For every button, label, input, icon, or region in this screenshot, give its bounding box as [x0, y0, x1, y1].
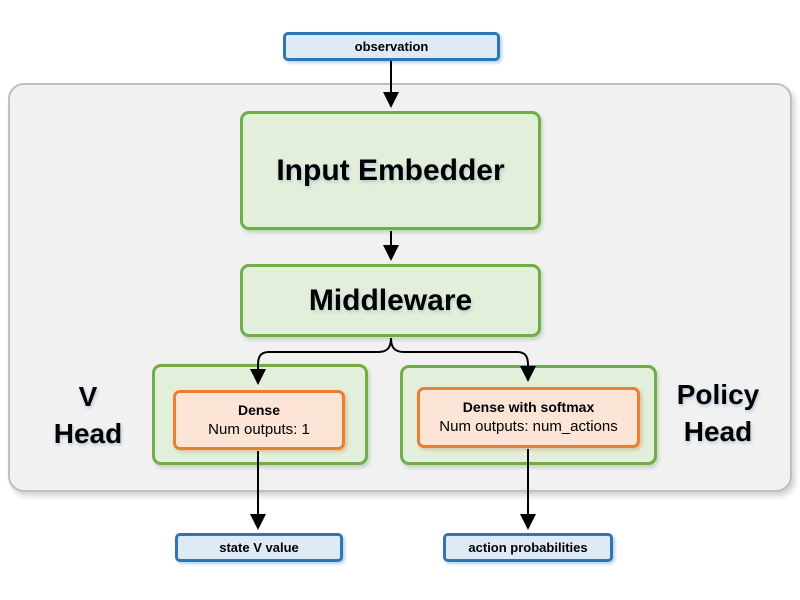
policy-head-label-line2: Head — [683, 416, 753, 447]
observation-label: observation — [354, 39, 429, 54]
v-head-label-line2: Head — [53, 418, 123, 449]
state-v-value-node: state V value — [175, 533, 343, 562]
policy-dense-title: Dense with softmax — [462, 399, 595, 415]
policy-head-label-line1: Policy — [676, 379, 760, 410]
input-embedder-node: Input Embedder — [240, 111, 541, 230]
state-v-value-label: state V value — [219, 540, 299, 555]
v-dense-title: Dense — [237, 401, 281, 418]
policy-dense-node: Dense with softmax Num outputs: num_acti… — [417, 387, 640, 448]
action-probabilities-node: action probabilities — [443, 533, 613, 562]
observation-node: observation — [283, 32, 500, 61]
v-dense-outputs: Num outputs: 1 — [208, 420, 310, 438]
middleware-label: Middleware — [308, 283, 473, 317]
middleware-node: Middleware — [240, 264, 541, 337]
action-probabilities-label: action probabilities — [468, 540, 588, 555]
policy-head-label: Policy Head — [658, 376, 778, 450]
policy-dense-outputs: Num outputs: num_actions — [439, 418, 618, 435]
v-head-label-line1: V — [78, 381, 98, 412]
v-head-label: V Head — [32, 378, 144, 452]
v-dense-node: Dense Num outputs: 1 — [173, 390, 345, 450]
input-embedder-label: Input Embedder — [276, 153, 505, 187]
